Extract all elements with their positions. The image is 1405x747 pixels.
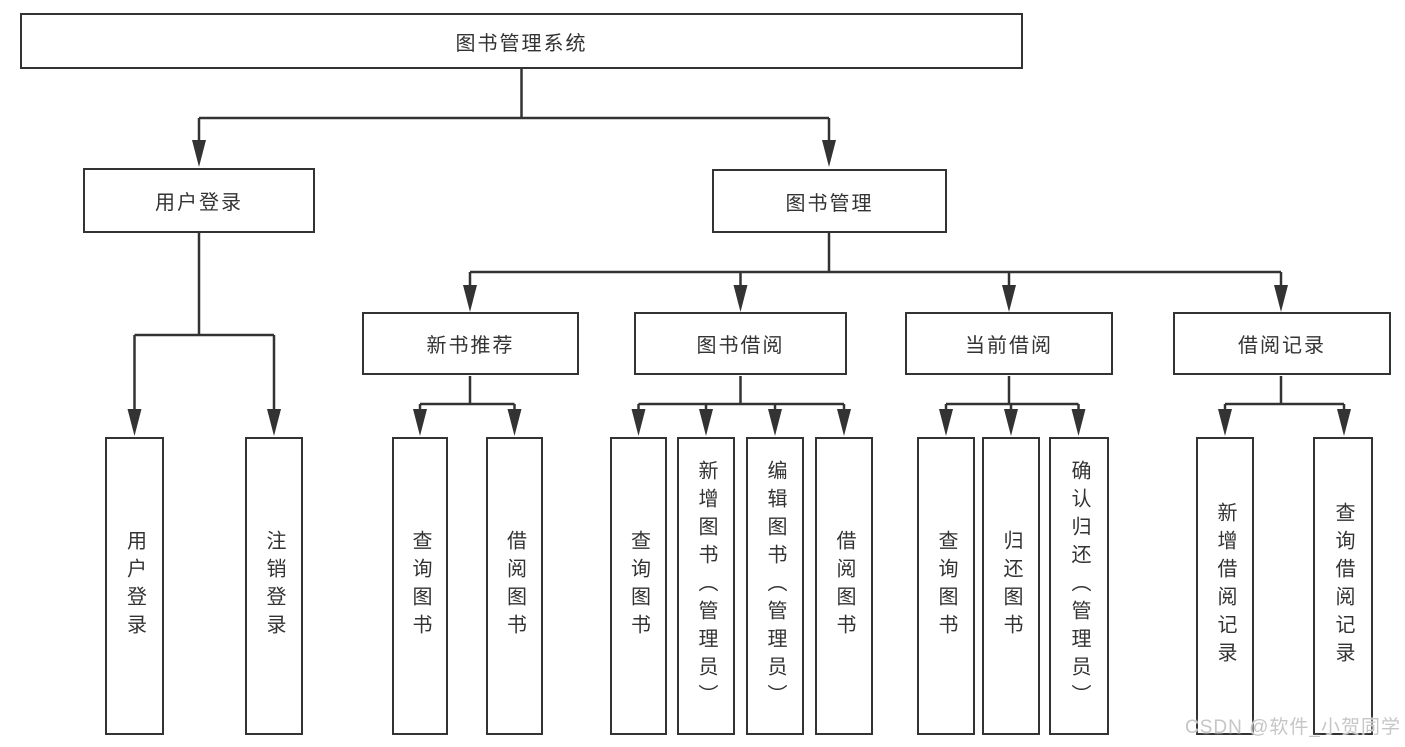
leaf-query-books-current: 查询图书 <box>917 437 975 735</box>
edge-borrow-records-branch <box>1223 376 1346 411</box>
leaf-return-books: 归还图书 <box>982 437 1040 735</box>
leaf-user-login-label: 用户登录 <box>123 530 146 642</box>
edge-user-login-branch <box>133 233 276 411</box>
node-new-book-recommend: 新书推荐 <box>362 312 579 375</box>
leaf-query-borrow-record: 查询借阅记录 <box>1313 437 1373 735</box>
node-book-borrowing-label: 图书借阅 <box>696 335 785 357</box>
leaf-query-books-borrowing: 查询图书 <box>610 437 667 735</box>
leaf-query-books-recommend-label: 查询图书 <box>409 530 431 642</box>
node-current-borrowing: 当前借阅 <box>905 312 1113 375</box>
leaf-add-borrow-record-label: 新增借阅记录 <box>1214 502 1236 670</box>
leaf-user-login: 用户登录 <box>105 437 164 735</box>
edge-book-management-branch <box>468 233 1283 287</box>
node-current-borrowing-label: 当前借阅 <box>965 335 1053 357</box>
leaf-add-books-admin-label: 新增图书（管理员） <box>695 460 717 712</box>
leaf-logout: 注销登录 <box>245 437 303 735</box>
node-book-borrowing: 图书借阅 <box>634 312 847 375</box>
leaf-edit-books-admin-label: 编辑图书（管理员） <box>764 460 786 712</box>
leaf-query-books-recommend: 查询图书 <box>392 437 448 735</box>
watermark: CSDN @软件_小贺同学 <box>1185 717 1401 738</box>
edge-current-borrowing-branch <box>944 376 1080 411</box>
leaf-borrow-books-borrowing: 借阅图书 <box>815 437 873 735</box>
edge-new-book-recommend-branch <box>418 376 516 411</box>
leaf-add-books-admin: 新增图书（管理员） <box>677 437 735 735</box>
edge-book-borrowing-branch <box>637 376 846 411</box>
node-book-management: 图书管理 <box>712 169 947 233</box>
leaf-query-books-current-label: 查询图书 <box>935 530 957 642</box>
leaf-confirm-return-admin-label: 确认归还（管理员） <box>1068 460 1090 712</box>
leaf-query-books-borrowing-label: 查询图书 <box>627 530 650 642</box>
leaf-borrow-books-recommend-label: 借阅图书 <box>503 530 526 642</box>
node-new-book-recommend-label: 新书推荐 <box>426 335 515 357</box>
leaf-edit-books-admin: 编辑图书（管理员） <box>746 437 804 735</box>
node-borrow-records: 借阅记录 <box>1173 312 1391 375</box>
node-book-management-label: 图书管理 <box>785 192 874 215</box>
leaf-borrow-books-borrowing-label: 借阅图书 <box>833 530 855 642</box>
leaf-confirm-return-admin: 确认归还（管理员） <box>1049 437 1109 735</box>
leaf-query-borrow-record-label: 查询借阅记录 <box>1332 502 1354 670</box>
node-borrow-records-label: 借阅记录 <box>1238 335 1326 357</box>
leaf-add-borrow-record: 新增借阅记录 <box>1196 437 1254 735</box>
node-book-system-label: 图书管理系统 <box>455 32 588 55</box>
leaf-return-books-label: 归还图书 <box>1000 530 1022 642</box>
leaf-borrow-books-recommend: 借阅图书 <box>486 437 543 735</box>
node-user-login: 用户登录 <box>83 168 315 233</box>
edge-root-branch <box>197 69 831 142</box>
node-book-system: 图书管理系统 <box>20 13 1023 69</box>
node-user-login-label: 用户登录 <box>155 192 243 214</box>
leaf-logout-label: 注销登录 <box>263 530 285 642</box>
